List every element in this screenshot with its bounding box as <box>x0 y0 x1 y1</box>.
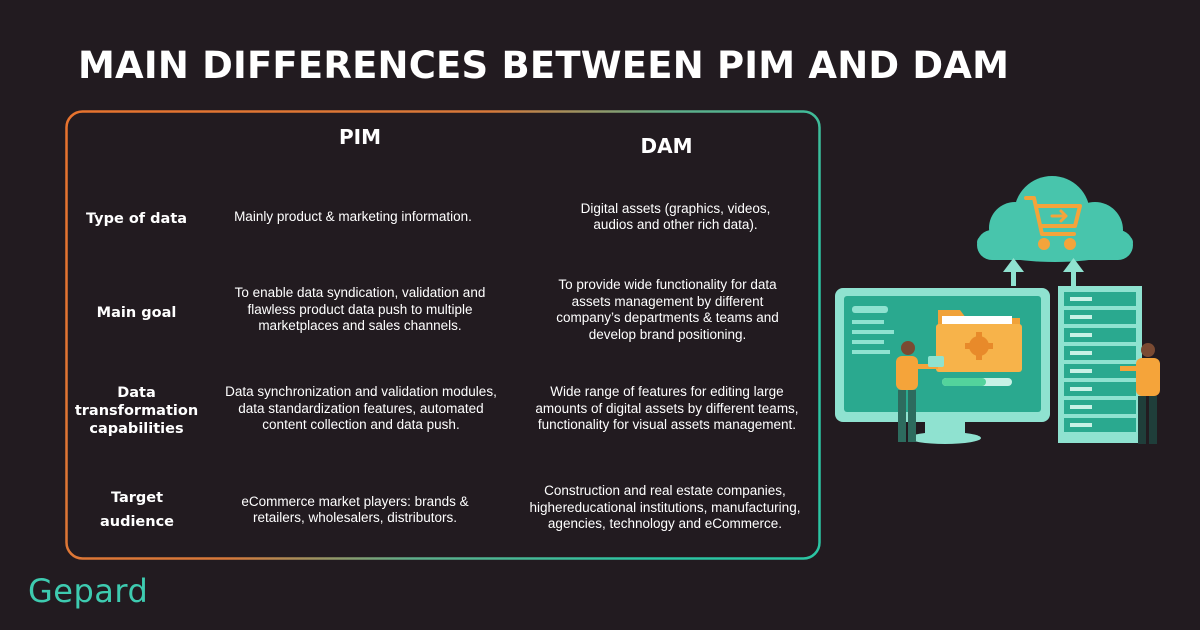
person-icon <box>896 341 944 442</box>
row-label-type-of-data: Type of data <box>85 211 188 227</box>
cell-pim-type-of-data: Mainly product & marketing information. <box>234 208 472 224</box>
cell-dam-main-goal: To provide wide functionality for data a… <box>556 277 779 342</box>
row-label-main-goal: Main goal <box>96 305 177 321</box>
pim-dam-illustration <box>835 176 1160 444</box>
cell-pim-main-goal: To enable data syndication, validation a… <box>234 285 486 334</box>
comparison-table: PIM DAM Type of data Mainly product & ma… <box>65 110 821 560</box>
person-icon <box>1120 343 1160 444</box>
cart-icon <box>1024 196 1082 250</box>
page-title: MAIN DIFFERENCES BETWEEN PIM AND DAM <box>78 44 1010 87</box>
cell-pim-target-audience: eCommerce market players: brands & retai… <box>241 493 469 526</box>
cell-dam-target-audience: Construction and real estate companies, … <box>529 483 801 532</box>
column-header-dam: DAM <box>640 134 693 158</box>
row-label-data-transformation: Data transformation capabilities <box>74 385 199 437</box>
column-header-pim: PIM <box>338 125 381 149</box>
cell-dam-data-transformation: Wide range of features for editing large… <box>535 384 799 433</box>
cloud-icon <box>977 176 1133 262</box>
cell-dam-type-of-data: Digital assets (graphics, videos, audios… <box>580 200 771 233</box>
gepard-logo: Gepard <box>28 572 149 610</box>
table-grid <box>65 110 821 560</box>
row-label-target-audience: Target audience <box>99 490 175 530</box>
upload-arrows <box>1003 258 1084 286</box>
gear-icon <box>965 332 993 360</box>
server-rack-icon <box>1058 286 1142 443</box>
cell-pim-data-transformation: Data synchronization and validation modu… <box>225 384 497 433</box>
